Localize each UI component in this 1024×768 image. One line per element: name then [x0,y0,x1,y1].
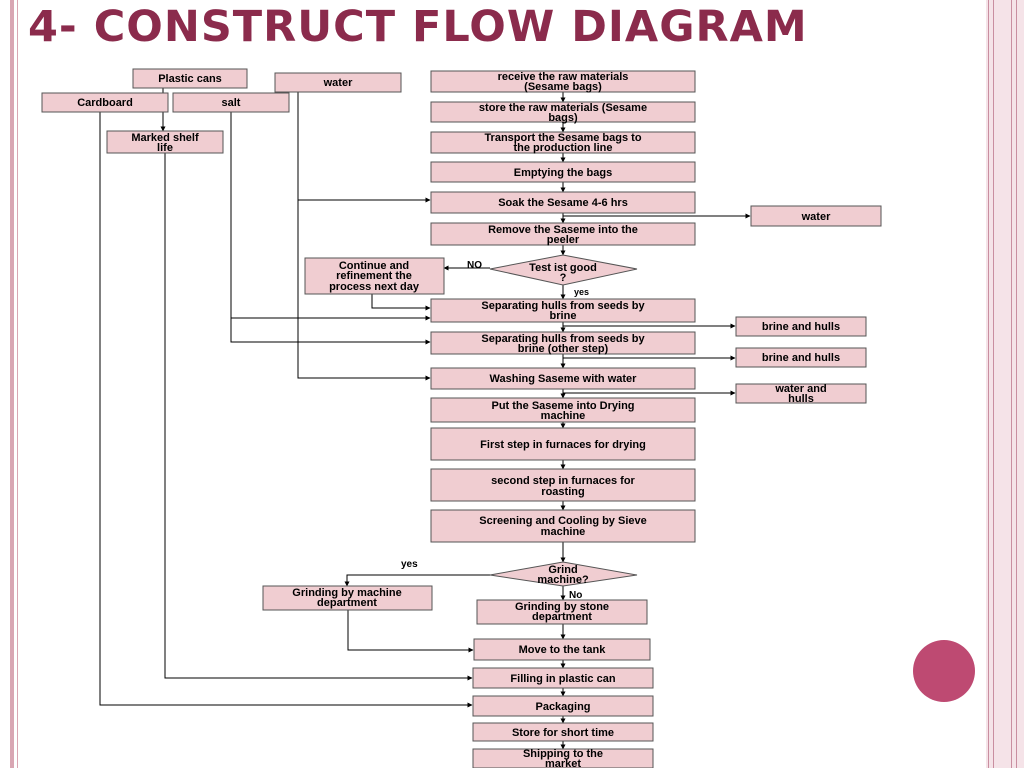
box-water-input: water [274,72,402,93]
step-drying-line2: machine [541,410,586,422]
step-soak-label: Soak the Sesame 4-6 hrs [498,197,628,209]
step-shipping-line2: market [545,758,581,768]
step-tank-label: Move to the tank [519,644,607,656]
step-furnace-2: second step in furnaces for roasting [430,468,696,502]
step-shipping: Shipping to the market [472,748,654,768]
box-continue-line2: refinement the [336,270,412,282]
step-transport: Transport the Sesame bags to the product… [430,131,696,154]
decision-grind: Grind machine? [489,561,638,587]
step-furnace-2-line1: second step in furnaces for [491,475,635,487]
step-grinding-machine: Grinding by machine department [262,585,433,611]
output-water-label: water [801,211,831,223]
step-filling-label: Filling in plastic can [510,673,615,685]
step-remove-line1: Remove the Saseme into the [488,224,638,236]
step-screening-line1: Screening and Cooling by Sieve [479,515,646,527]
step-packaging-label: Packaging [535,701,590,713]
step-furnace-1: First step in furnaces for drying [430,427,696,461]
output-water-hulls-line2: hulls [788,393,814,405]
decision-grind-line1: Grind [548,564,577,576]
step-separating-1-line1: Separating hulls from seeds by [481,300,645,312]
step-transport-line2: the production line [514,142,613,154]
step-store-raw: store the raw materials (Sesame bags) [430,101,696,124]
box-salt: salt [172,92,290,113]
step-separating-1-line2: brine [550,310,577,322]
right-band-line [1011,0,1012,768]
step-store-short: Store for short time [472,722,654,742]
edge-label-yes-grind: yes [401,559,418,570]
output-brine-hulls-1-label: brine and hulls [762,321,840,333]
step-packaging: Packaging [472,695,654,717]
output-water-hulls: water and hulls [735,383,867,405]
box-marked-shelf-life-line2: life [157,142,173,154]
box-marked-shelf-life: Marked shelf life [106,130,224,154]
step-receive-line1: receive the raw materials [498,71,629,83]
output-brine-hulls-2: brine and hulls [735,347,867,368]
edge-label-no: NO [467,260,482,271]
decorative-circle [913,640,975,702]
step-washing-label: Washing Saseme with water [490,373,638,385]
decision-test-line2: ? [560,272,567,284]
step-remove: Remove the Saseme into the peeler [430,222,696,246]
step-separating-2-line2: brine (other step) [518,343,609,355]
step-separating-2: Separating hulls from seeds by brine (ot… [430,331,696,355]
decision-grind-line2: machine? [537,574,589,586]
step-furnace-1-label: First step in furnaces for drying [480,439,646,451]
step-drying-line1: Put the Saseme into Drying [491,400,634,412]
step-furnace-2-line2: roasting [541,486,584,498]
step-tank: Move to the tank [473,638,651,661]
step-grinding-stone-line1: Grinding by stone [515,601,609,613]
step-shipping-line1: Shipping to the [523,748,603,760]
box-marked-shelf-life-line1: Marked shelf [131,132,199,144]
box-continue: Continue and refinement the process next… [304,257,445,295]
frame-left-thin-line [17,0,18,768]
output-water: water [750,205,882,227]
box-cardboard: Cardboard [41,92,169,113]
step-receive-line2: (Sesame bags) [524,81,602,93]
right-decorative-band [986,0,1024,768]
decision-test-line1: Test ist good [529,262,597,274]
step-store-short-label: Store for short time [512,727,614,739]
box-cardboard-label: Cardboard [77,97,133,109]
connectors [99,88,751,750]
step-store-raw-line2: bags) [548,112,578,124]
step-screening-line2: machine [541,526,586,538]
right-band-line [993,0,994,768]
output-brine-hulls-1: brine and hulls [735,316,867,337]
edge-label-no-grind: No [569,590,582,601]
edge-label-yes: yes [574,287,589,297]
step-separating-2-line1: Separating hulls from seeds by [481,333,645,345]
step-washing: Washing Saseme with water [430,367,696,390]
step-grinding-machine-line2: department [317,597,377,609]
output-brine-hulls-2-label: brine and hulls [762,352,840,364]
right-band-line [1016,0,1017,768]
step-filling: Filling in plastic can [472,667,654,689]
step-grinding-stone-line2: department [532,611,592,623]
page-title: 4- CONSTRUCT FLOW DIAGRAM [28,2,808,52]
step-store-raw-line1: store the raw materials (Sesame [479,102,647,114]
step-drying: Put the Saseme into Drying machine [430,397,696,423]
decision-test: Test ist good ? [489,254,638,286]
step-emptying-label: Emptying the bags [514,167,612,179]
step-transport-line1: Transport the Sesame bags to [484,132,641,144]
box-water-input-label: water [323,77,353,89]
frame-left-border [10,0,14,768]
box-plastic-cans-label: Plastic cans [158,73,222,85]
step-remove-line2: peeler [547,234,580,246]
step-receive: receive the raw materials (Sesame bags) [430,70,696,93]
box-salt-label: salt [222,97,241,109]
right-band-line [988,0,989,768]
step-grinding-stone: Grinding by stone department [476,599,648,625]
box-continue-line3: process next day [329,281,420,293]
box-continue-line1: Continue and [339,260,409,272]
step-emptying: Emptying the bags [430,161,696,183]
step-grinding-machine-line1: Grinding by machine [292,587,401,599]
step-screening: Screening and Cooling by Sieve machine [430,509,696,543]
step-separating-1: Separating hulls from seeds by brine [430,298,696,323]
box-plastic-cans: Plastic cans [132,68,248,89]
output-water-hulls-line1: water and [774,383,826,395]
step-soak: Soak the Sesame 4-6 hrs [430,191,696,214]
